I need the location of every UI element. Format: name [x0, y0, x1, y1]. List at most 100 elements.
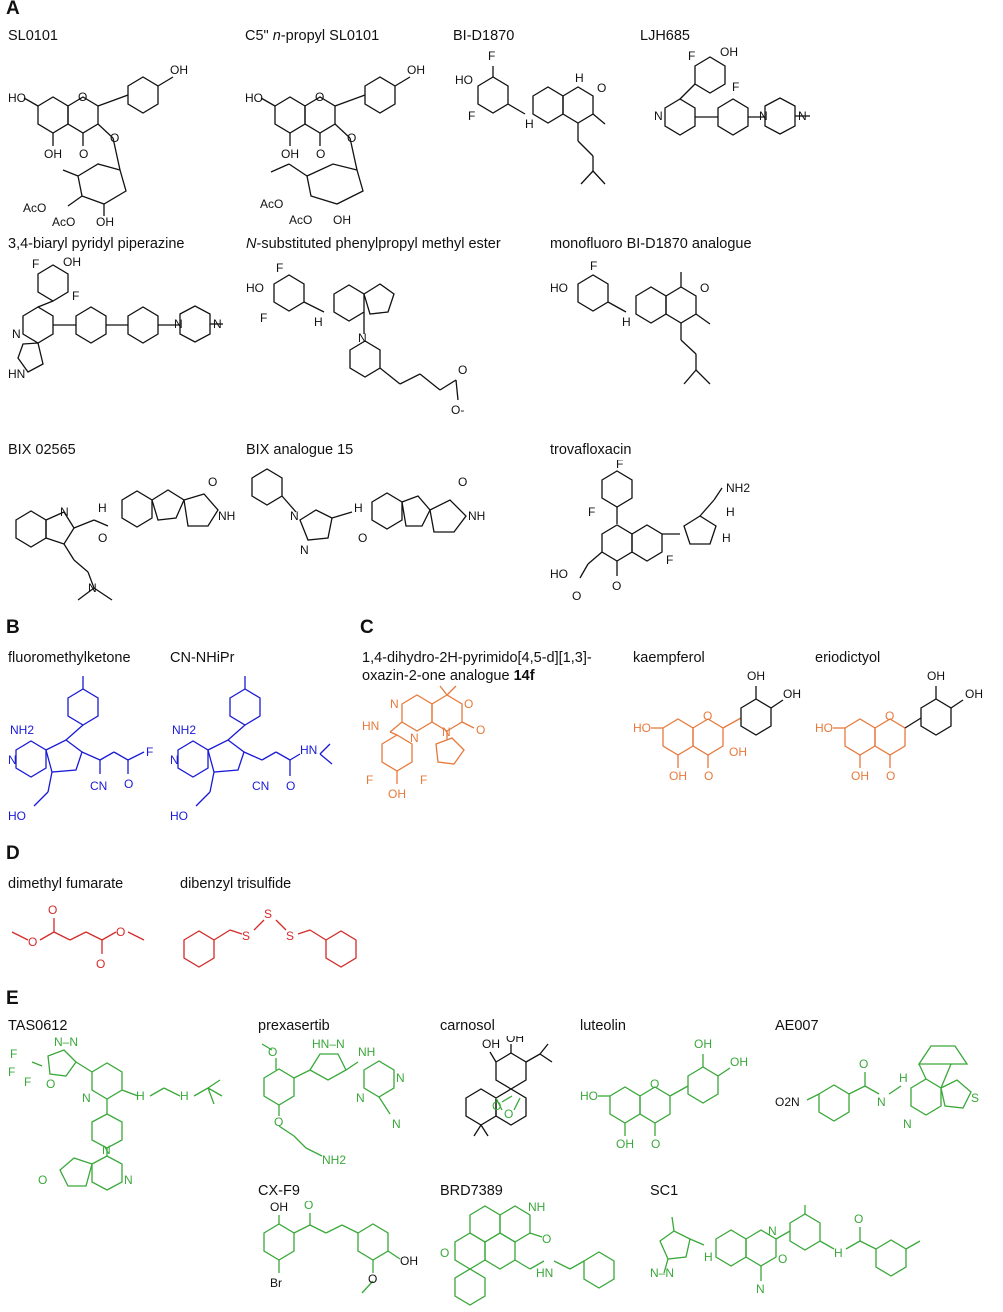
atom-label: O: [542, 1232, 551, 1246]
atom-label: OH: [333, 213, 351, 226]
structure-cx-f9: OH O OH O Br: [263, 1201, 418, 1294]
compound-luteolin: luteolin HO O OH O OH OH: [580, 1018, 760, 1178]
atom-label: OH: [44, 147, 62, 161]
compound-cx-f9: CX-F9 OH O OH O Br: [258, 1183, 438, 1308]
atom-label: OH: [669, 769, 687, 783]
atom-label: OH: [63, 255, 81, 269]
compound-name: TAS0612: [8, 1018, 68, 1034]
structure-c5-propyl-sl0101: HO OH O OH O O AcO AcO OH: [245, 63, 425, 226]
compound-name: carnosol: [440, 1018, 495, 1034]
structure-sc1: N–N H N O N H O: [650, 1205, 921, 1296]
atom-label: HN: [362, 719, 379, 733]
compound-brd7389: BRD7389 NH O O HN: [440, 1183, 630, 1308]
panel-letter-c: C: [360, 617, 374, 638]
atom-label: O: [572, 589, 581, 603]
atom-label: O: [38, 1173, 47, 1187]
atom-label: OH: [927, 669, 945, 683]
compound-name: BRD7389: [440, 1183, 503, 1199]
atom-label: F: [8, 1065, 15, 1079]
structure-biaryl-pyridyl-piperazine: F OH F N HN N N: [8, 255, 223, 381]
atom-label: HO: [170, 809, 188, 823]
compound-sl0101: SL0101 HO OH O OH O O AcO AcO OH: [8, 28, 228, 226]
atom-label: NH: [468, 509, 485, 523]
atom-label: F: [24, 1075, 31, 1089]
atom-label: F: [666, 553, 673, 567]
panel-letter-d: D: [6, 843, 20, 864]
atom-label: OH: [400, 1254, 418, 1268]
atom-label: N: [88, 581, 97, 595]
atom-label: O: [208, 475, 217, 489]
compound-prexasertib: prexasertib O HN–N NH N N N O NH2: [258, 1018, 438, 1183]
atom-label: HO: [633, 721, 651, 735]
atom-label: N: [396, 1071, 405, 1085]
atom-label: AcO: [260, 197, 283, 211]
atom-label: H: [726, 505, 735, 519]
atom-label: O: [700, 281, 709, 295]
atom-label: N: [8, 753, 17, 767]
compound-name: BIX 02565: [8, 442, 76, 458]
atom-label: F: [72, 289, 79, 303]
compound-ljh685: LJH685 F OH F N N N: [640, 28, 840, 188]
compound-name: 3,4-biaryl pyridyl piperazine: [8, 236, 185, 252]
atom-label: O: [316, 147, 325, 161]
atom-label: OH: [694, 1037, 712, 1051]
atom-label: OH: [783, 687, 801, 701]
atom-label: O: [286, 779, 295, 793]
structure-eriodictyol-catechol: OH OH: [904, 669, 983, 736]
structure-dibenzyl-trisulfide: S S S: [183, 907, 357, 968]
atom-label: F: [688, 49, 695, 63]
atom-label: OH: [506, 1036, 524, 1045]
atom-label: NH: [528, 1201, 545, 1214]
atom-label: O: [886, 769, 895, 783]
atom-label: N: [356, 1091, 365, 1105]
atom-label: Br: [270, 1276, 282, 1290]
atom-label: O: [304, 1201, 313, 1212]
atom-label: HO: [550, 567, 568, 581]
atom-label: S: [242, 929, 250, 943]
atom-label: N: [124, 1173, 133, 1187]
atom-label: O: [704, 769, 713, 783]
compound-name-line2: oxazin-2-one analogue 14f: [362, 668, 535, 684]
atom-label: N: [654, 109, 663, 123]
atom-label: F: [366, 773, 373, 787]
atom-label: O: [28, 935, 37, 949]
atom-label: H: [622, 315, 631, 329]
atom-label: N: [102, 1143, 111, 1157]
atom-label: N: [12, 327, 21, 341]
atom-label: HO: [8, 91, 26, 105]
panel-letter-a: A: [6, 0, 20, 19]
compound-name: BI-D1870: [453, 28, 515, 44]
atom-label: OH: [729, 745, 747, 759]
compound-ae007: AE007 O2N O N H S N: [775, 1018, 1000, 1178]
atom-label: OH: [270, 1201, 288, 1214]
atom-label: S: [286, 929, 294, 943]
atom-label: O: [98, 531, 107, 545]
atom-label: N: [903, 1117, 912, 1131]
atom-label: N: [756, 1282, 765, 1296]
atom-label: O: [110, 131, 119, 145]
atom-label: H: [354, 501, 363, 515]
atom-label: O: [612, 579, 621, 593]
compound-name: prexasertib: [258, 1018, 330, 1034]
atom-label: OH: [407, 63, 425, 77]
structure-bix-02565: N H O O NH N: [15, 475, 235, 601]
atom-label: OH: [170, 63, 188, 77]
atom-label: N: [174, 317, 183, 331]
atom-label: O: [651, 1137, 660, 1151]
atom-label: OH: [965, 687, 983, 701]
atom-label: N: [170, 753, 179, 767]
structure-monofluoro-bi-d1870: F HO H O: [550, 259, 711, 385]
atom-label: OH: [720, 46, 738, 59]
compound-dimethyl-fumarate: dimethyl fumarate O O O O: [8, 876, 178, 976]
atom-label: N: [290, 509, 299, 523]
compound-name: AE007: [775, 1018, 819, 1034]
atom-label: O: [458, 363, 467, 377]
structure-prexasertib: O HN–N NH N N N O NH2: [261, 1037, 405, 1167]
compound-name: dibenzyl trisulfide: [180, 876, 292, 892]
compound-bix-analogue-15: BIX analogue 15 N N H O O NH: [246, 442, 516, 572]
compound-sc1: SC1 N–N H N O N H O: [650, 1183, 1000, 1308]
compound-trovafloxacin: trovafloxacin F F NH2 H H F HO O O: [550, 442, 780, 617]
panel-letter-e: E: [6, 988, 19, 1009]
atom-label: HO: [550, 281, 568, 295]
compound-name: SC1: [650, 1183, 679, 1199]
